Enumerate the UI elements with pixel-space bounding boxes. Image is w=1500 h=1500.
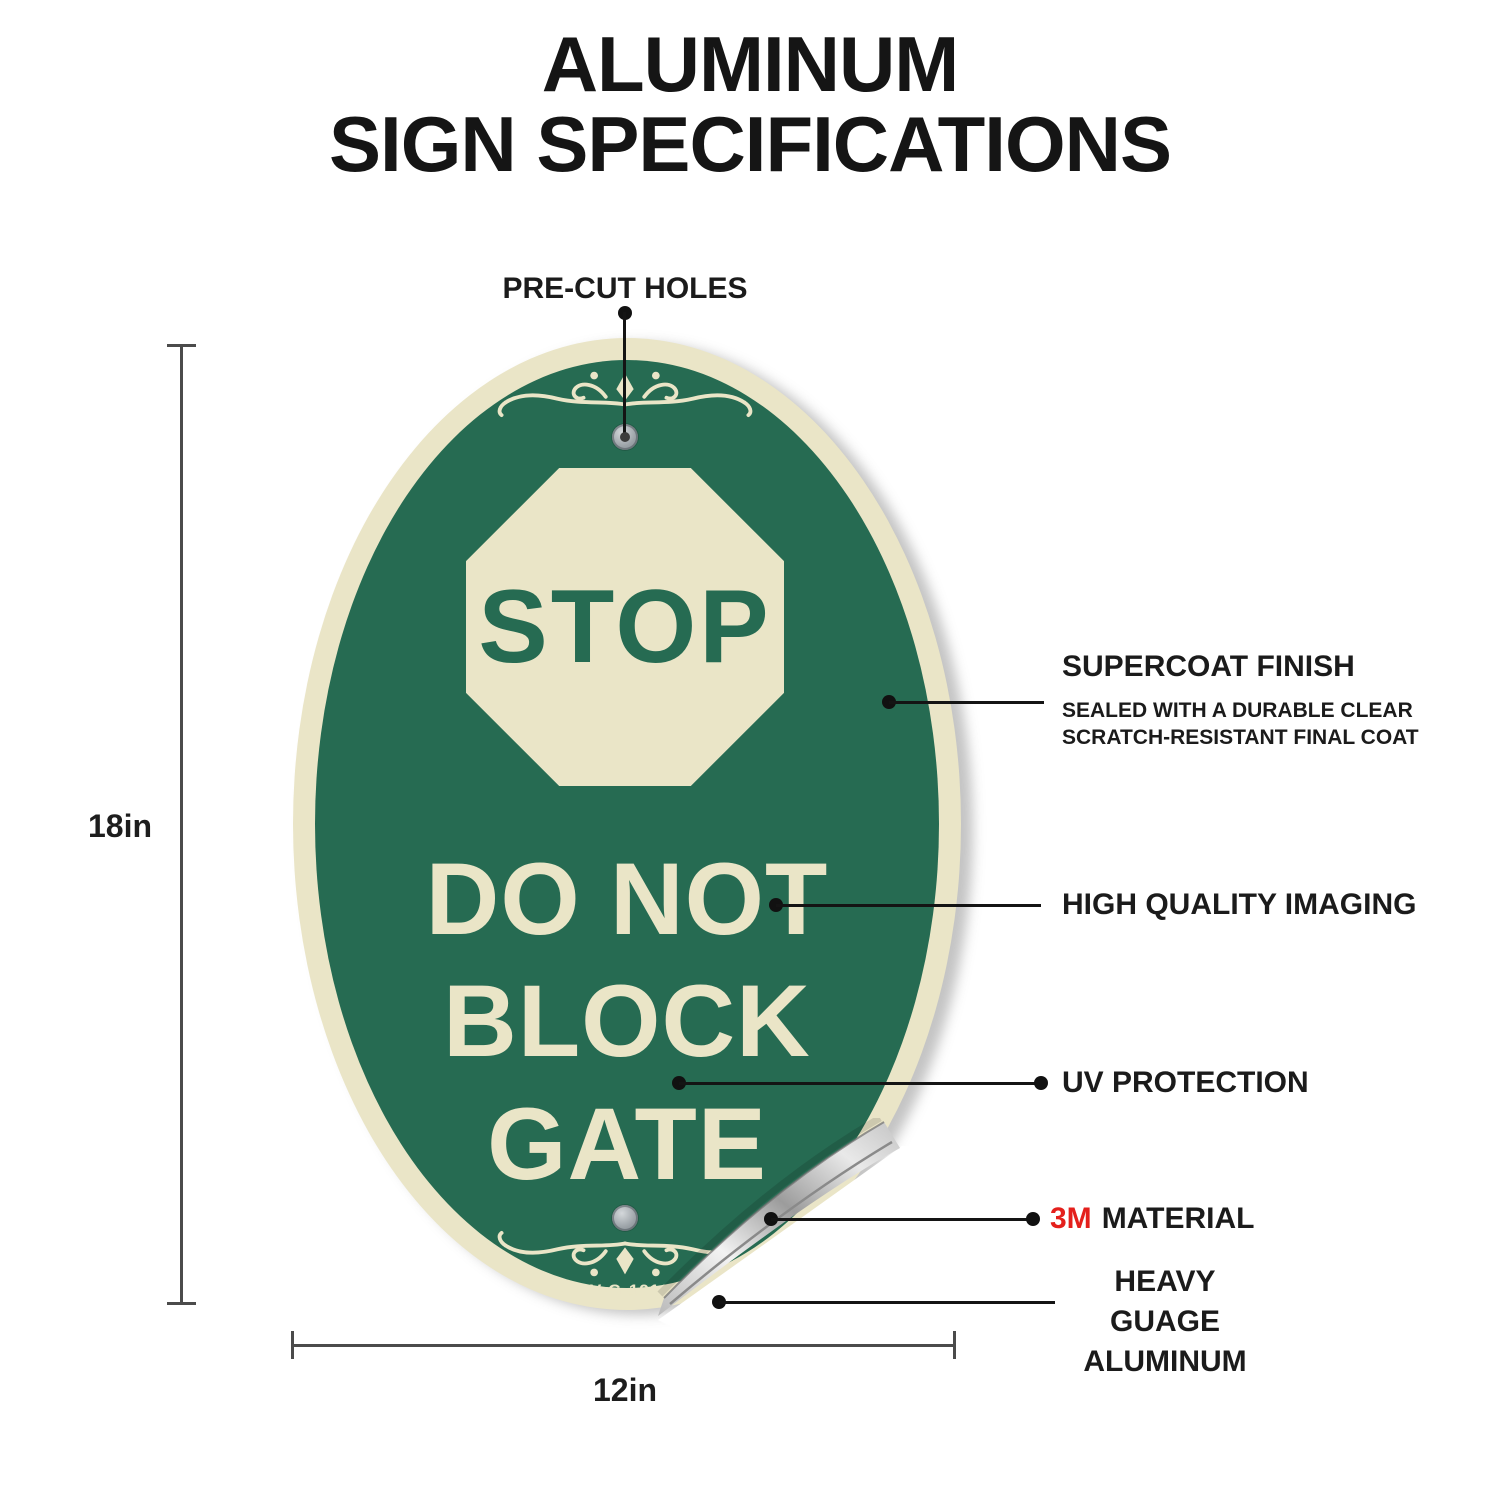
peeled-corner-icon [657,1118,940,1338]
callout-3m-brand: 3M [1050,1202,1092,1235]
callout-aluminum-line [719,1301,1055,1304]
width-dim-label: 12in [592,1372,658,1408]
callout-uv-dot-right [1034,1076,1048,1090]
height-dim-label: 18in [88,808,153,844]
page-title: ALUMINUM SIGN SPECIFICATIONS [0,24,1500,185]
callout-supercoat-line [889,701,1044,704]
width-dim-line [292,1344,955,1347]
callout-3m-label: 3M MATERIAL [1050,1202,1254,1236]
stop-text: STOP [478,568,772,685]
width-dim-right-cap [953,1331,956,1359]
callout-uv-line [679,1082,1041,1085]
callout-precut-holes-end-dot [620,432,630,442]
pre-cut-hole-bottom [612,1205,638,1231]
sign-message-line3: GATE [487,1086,767,1201]
callout-3m-rest: MATERIAL [1101,1202,1255,1235]
callout-imaging-label: HIGH QUALITY IMAGING [1062,888,1417,921]
callout-uv-label: UV PROTECTION [1062,1066,1309,1099]
callout-precut-holes-label: PRE-CUT HOLES [502,272,748,305]
stop-octagon-icon: STOP [466,468,784,786]
callout-imaging-line [776,904,1041,907]
callout-supercoat-title: SUPERCOAT FINISH [1062,650,1355,683]
callout-aluminum-line2: ALUMINUM [1083,1345,1247,1378]
callout-supercoat-sub1: SEALED WITH A DURABLE CLEAR [1062,699,1413,722]
height-dim-line [180,345,183,1305]
callout-3m-dot-right [1026,1212,1040,1226]
callout-precut-holes-line [623,312,626,438]
callout-aluminum-line1: HEAVY GUAGE [1109,1265,1220,1338]
page-title-line2: SIGN SPECIFICATIONS [329,100,1172,189]
height-dim-bottom-cap [167,1302,196,1305]
callout-aluminum-label: HEAVY GUAGE ALUMINUM [1060,1262,1270,1382]
sign-message: DO NOT BLOCK GATE [293,838,961,1205]
part-number: A-OV-G-1218-22 [555,1281,699,1300]
sign-oval-border [293,338,961,1310]
page-title-line1: ALUMINUM [541,20,960,108]
sign-message-line1: DO NOT [425,842,829,956]
callout-supercoat-sub2: SCRATCH-RESISTANT FINAL COAT [1062,726,1419,749]
sign-message-line2: BLOCK [443,964,811,1079]
callout-3m-line [771,1218,1033,1221]
